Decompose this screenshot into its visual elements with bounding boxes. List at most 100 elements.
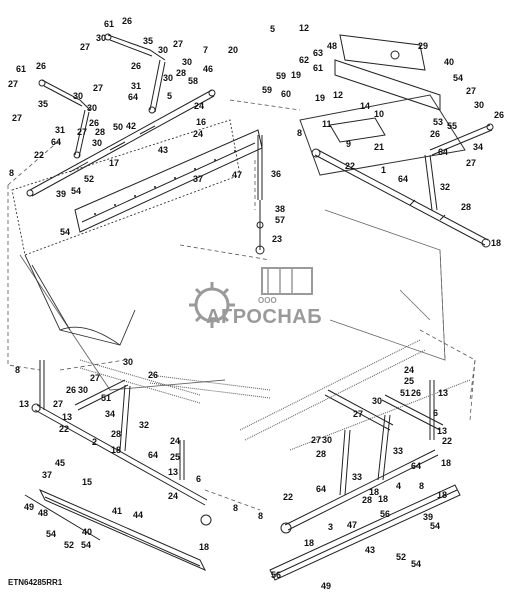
callout-43: 43 bbox=[158, 145, 169, 155]
callout-49: 49 bbox=[321, 581, 332, 591]
callout-64: 64 bbox=[51, 137, 62, 147]
callout-27: 27 bbox=[90, 373, 101, 383]
callout-30: 30 bbox=[92, 138, 103, 148]
callout-32: 32 bbox=[440, 182, 451, 192]
callout-27: 27 bbox=[311, 435, 322, 445]
watermark-prefix: ООО bbox=[258, 296, 277, 305]
callout-18: 18 bbox=[491, 238, 502, 248]
callout-54: 54 bbox=[71, 186, 82, 196]
callout-19: 19 bbox=[291, 70, 302, 80]
callout-22: 22 bbox=[345, 161, 356, 171]
callout-55: 55 bbox=[447, 121, 458, 131]
callout-30: 30 bbox=[87, 103, 98, 113]
callout-64: 64 bbox=[398, 174, 409, 184]
callout-34: 34 bbox=[105, 409, 116, 419]
callout-34: 34 bbox=[473, 142, 484, 152]
callout-31: 31 bbox=[55, 125, 66, 135]
callout-24: 24 bbox=[404, 365, 415, 375]
callout-56: 56 bbox=[271, 570, 282, 580]
callout-24: 24 bbox=[194, 101, 205, 111]
callout-47: 47 bbox=[232, 170, 243, 180]
callout-18: 18 bbox=[111, 445, 122, 455]
callout-26: 26 bbox=[494, 110, 505, 120]
callout-33: 33 bbox=[352, 472, 363, 482]
callout-30: 30 bbox=[73, 91, 84, 101]
callout-28: 28 bbox=[176, 68, 187, 78]
callout-44: 44 bbox=[133, 510, 144, 520]
callout-22: 22 bbox=[34, 150, 45, 160]
callout-22: 22 bbox=[59, 424, 70, 434]
callout-64: 64 bbox=[411, 461, 422, 471]
callout-27: 27 bbox=[8, 79, 19, 89]
callout-22: 22 bbox=[442, 436, 453, 446]
callout-37: 37 bbox=[42, 470, 53, 480]
callout-9: 9 bbox=[346, 139, 352, 149]
callout-8: 8 bbox=[9, 168, 15, 178]
callout-28: 28 bbox=[316, 449, 327, 459]
callout-60: 60 bbox=[281, 89, 292, 99]
right-shaft-1 bbox=[311, 148, 491, 248]
callout-53: 53 bbox=[433, 117, 444, 127]
callout-50: 50 bbox=[113, 122, 124, 132]
callout-52: 52 bbox=[84, 174, 95, 184]
callout-30: 30 bbox=[474, 100, 485, 110]
bottom-left-assembly bbox=[24, 359, 271, 572]
callout-30: 30 bbox=[322, 435, 333, 445]
callout-17: 17 bbox=[109, 158, 120, 168]
callout-40: 40 bbox=[82, 527, 93, 537]
callout-15: 15 bbox=[82, 477, 93, 487]
callout-63: 63 bbox=[313, 48, 324, 58]
callout-42: 42 bbox=[126, 121, 137, 131]
callout-52: 52 bbox=[396, 552, 407, 562]
callout-27: 27 bbox=[466, 158, 477, 168]
callout-29: 29 bbox=[418, 41, 429, 51]
callout-30: 30 bbox=[182, 57, 193, 67]
callout-26: 26 bbox=[89, 118, 100, 128]
callout-8: 8 bbox=[15, 365, 21, 375]
top-right-plate bbox=[299, 34, 466, 176]
callout-36: 36 bbox=[271, 169, 282, 179]
callout-27: 27 bbox=[12, 113, 23, 123]
callout-24: 24 bbox=[168, 491, 179, 501]
callout-27: 27 bbox=[93, 83, 104, 93]
callout-61: 61 bbox=[16, 64, 27, 74]
callout-8: 8 bbox=[258, 511, 264, 521]
callout-46: 46 bbox=[203, 64, 214, 74]
callout-27: 27 bbox=[466, 86, 477, 96]
callout-33: 33 bbox=[393, 446, 404, 456]
callout-59: 59 bbox=[262, 85, 273, 95]
callout-54: 54 bbox=[430, 521, 441, 531]
callout-24: 24 bbox=[193, 129, 204, 139]
callout-58: 58 bbox=[188, 76, 199, 86]
callout-41: 41 bbox=[112, 506, 123, 516]
callout-26: 26 bbox=[66, 385, 77, 395]
callout-32: 32 bbox=[139, 420, 150, 430]
callout-24: 24 bbox=[170, 436, 181, 446]
callout-26: 26 bbox=[148, 370, 159, 380]
callout-2: 2 bbox=[92, 437, 98, 447]
callout-30: 30 bbox=[158, 45, 169, 55]
callout-30: 30 bbox=[372, 396, 383, 406]
callout-54: 54 bbox=[81, 540, 92, 550]
callout-31: 31 bbox=[131, 81, 142, 91]
callout-26: 26 bbox=[122, 16, 133, 26]
right-hood-panel bbox=[324, 209, 446, 361]
callout-39: 39 bbox=[423, 512, 434, 522]
dashed-frame bbox=[7, 99, 476, 511]
callout-38: 38 bbox=[275, 204, 286, 214]
callout-14: 14 bbox=[360, 101, 371, 111]
callout-18: 18 bbox=[369, 487, 380, 497]
callout-12: 12 bbox=[333, 90, 344, 100]
top-left-arms bbox=[38, 33, 166, 159]
callout-6: 6 bbox=[196, 474, 202, 484]
callout-27: 27 bbox=[353, 409, 364, 419]
callout-30: 30 bbox=[96, 33, 107, 43]
figure-code: ETN64285RR1 bbox=[8, 578, 63, 587]
callout-10: 10 bbox=[374, 109, 385, 119]
callout-61: 61 bbox=[313, 63, 324, 73]
callout-12: 12 bbox=[299, 23, 310, 33]
callout-28: 28 bbox=[362, 495, 373, 505]
callout-26: 26 bbox=[411, 388, 422, 398]
